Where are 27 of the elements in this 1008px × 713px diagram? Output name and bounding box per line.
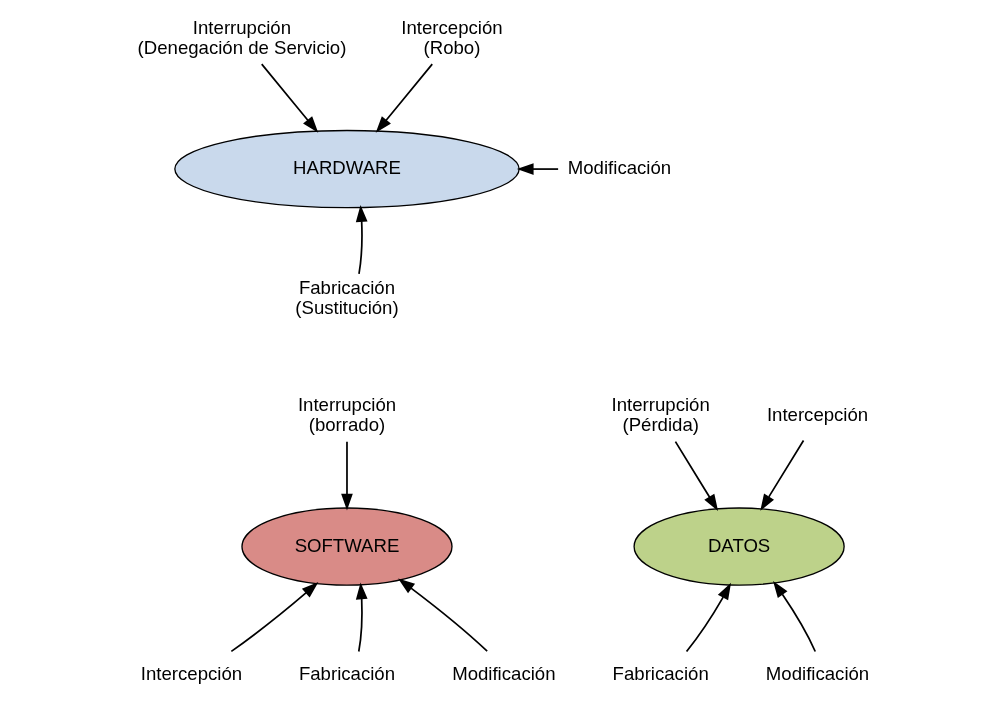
- node-text: Intercepción (Robo): [400, 16, 503, 58]
- node-text: Fabricación (Sustitución): [294, 277, 399, 319]
- node-text: Interrupción (Denegación de Servicio): [137, 16, 346, 58]
- arrow: [516, 163, 559, 175]
- node-text: Modificación: [765, 663, 869, 685]
- arrow: [375, 63, 433, 133]
- arrow: [340, 440, 353, 511]
- arrow: [685, 582, 731, 653]
- node-ellipse: SOFTWARE: [240, 507, 453, 586]
- arrow: [674, 440, 718, 512]
- node-text: Interrupción (Pérdida): [611, 394, 710, 436]
- arrow: [355, 582, 368, 653]
- node-text: Intercepción: [140, 663, 242, 685]
- arrow: [759, 439, 804, 511]
- arrow: [772, 580, 816, 653]
- node-ellipse: DATOS: [632, 507, 845, 586]
- node-text: Modificación: [451, 663, 556, 685]
- node-text: Interrupción (borrado): [297, 394, 396, 436]
- arrow: [260, 63, 318, 133]
- node-text: Fabricación: [298, 663, 395, 685]
- node-text: Intercepción: [766, 404, 868, 426]
- node-text: Modificación: [567, 156, 671, 178]
- node-ellipse: HARDWARE: [173, 129, 520, 209]
- arrow: [230, 582, 318, 653]
- node-text: Fabricación: [612, 663, 709, 685]
- arrow: [355, 205, 368, 275]
- arrow: [397, 578, 488, 653]
